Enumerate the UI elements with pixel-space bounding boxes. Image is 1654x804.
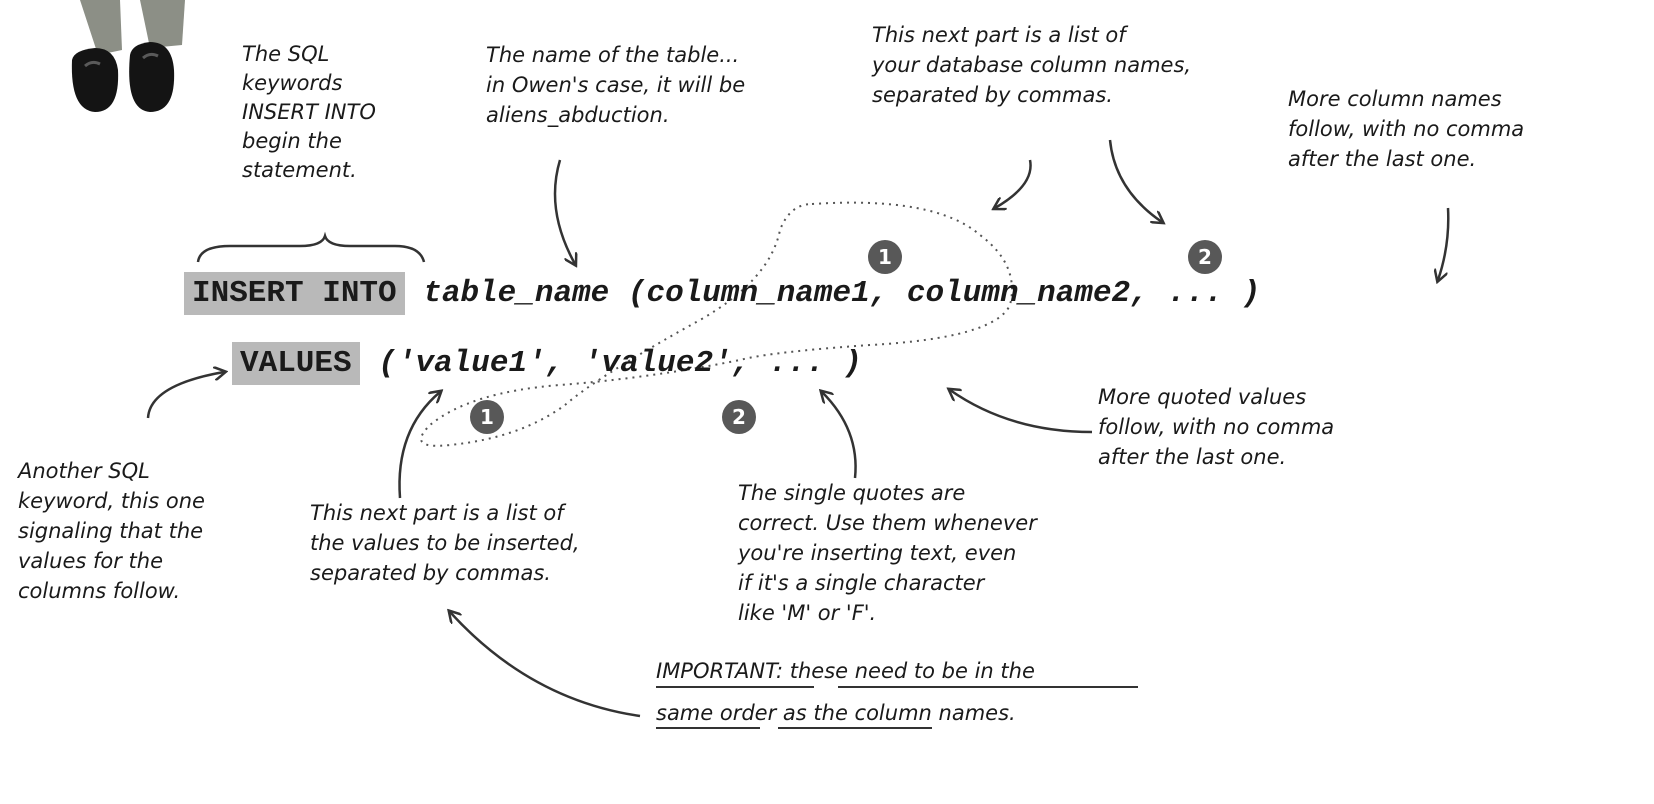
arrow-more-values — [950, 390, 1093, 434]
note-more-columns: More column names follow, with no comma … — [1288, 87, 1525, 171]
badge-value-2: 2 — [722, 400, 756, 434]
badge-column-1: 1 — [868, 240, 902, 274]
arrow-table-name — [553, 159, 575, 264]
important-label: IMPORTANT — [656, 659, 776, 683]
sql-line-insert-into: INSERT INTO table_name (column_name1, co… — [184, 272, 1261, 315]
note-single-quotes: The single quotes are correct. Use them … — [738, 481, 1037, 625]
important-same-order: same order — [656, 701, 777, 725]
keyword-values: VALUES — [232, 342, 360, 385]
note-table-name: The name of the table... in Owen's case,… — [486, 43, 746, 127]
note-important-line2: same order as the column names. — [656, 698, 1016, 728]
dotted-loop-pair1 — [420, 201, 1013, 447]
badge-column-2: 2 — [1188, 240, 1222, 274]
arrow-column-name2 — [1108, 139, 1162, 222]
note-values-keyword: Another SQL keyword, this one signaling … — [18, 459, 205, 603]
badge-value-1: 1 — [470, 400, 504, 434]
arrow-more-columns — [1438, 207, 1450, 280]
brace-insert-into — [196, 231, 426, 263]
important-line1: these need to be in the — [789, 659, 1035, 683]
arrow-values-list — [398, 392, 441, 499]
sql-line-values: VALUES ('value1', 'value2', ... ) — [232, 342, 862, 385]
note-more-values: More quoted values follow, with no comma… — [1098, 385, 1335, 469]
note-important: IMPORTANT: these need to be in the — [656, 659, 1035, 683]
arrow-values-keyword — [146, 372, 224, 419]
arrow-column-list — [995, 159, 1032, 208]
values-list: ('value1', 'value2', ... ) — [378, 346, 862, 381]
note-column-list: This next part is a list of your databas… — [872, 23, 1192, 107]
note-insert-into-keywords: The SQL keywords INSERT INTO begin the s… — [242, 42, 376, 182]
note-values-list: This next part is a list of the values t… — [310, 501, 580, 585]
table-and-columns: table_name (column_name1, column_name2, … — [423, 276, 1261, 311]
arrow-quotes — [822, 392, 857, 479]
arrow-important — [450, 612, 641, 718]
important-column-names: as the column names. — [776, 701, 1016, 725]
keyword-insert-into: INSERT INTO — [184, 272, 405, 315]
